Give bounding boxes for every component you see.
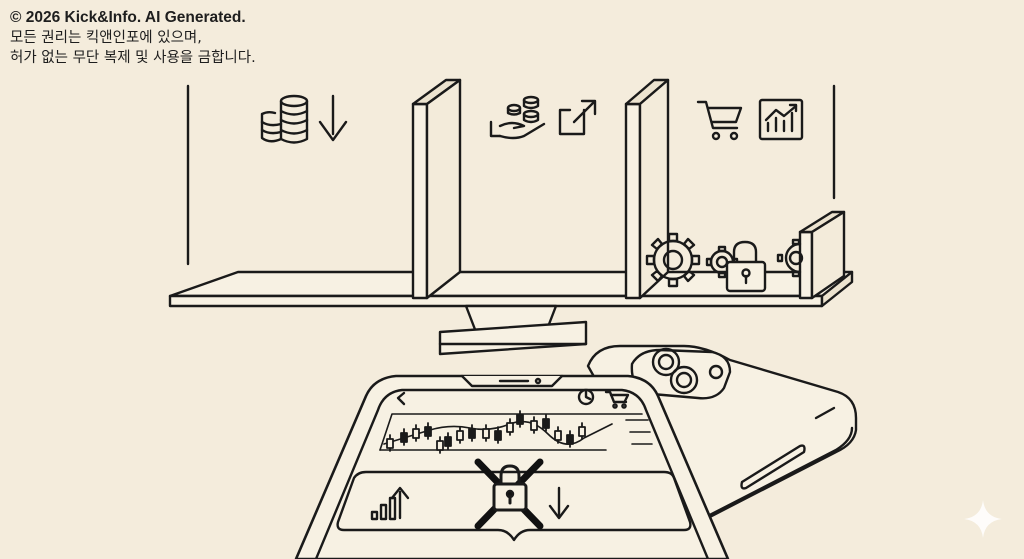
copyright-notice: © 2026 Kick&Info. AI Generated. 모든 권리는 킥… bbox=[10, 8, 256, 68]
back-chevron-icon bbox=[396, 391, 406, 406]
clock-icon bbox=[577, 388, 595, 406]
padlock-icon bbox=[725, 240, 767, 293]
bar-chart-up-icon bbox=[370, 486, 410, 521]
arrow-down-icon bbox=[318, 94, 348, 142]
candle-body bbox=[530, 420, 538, 431]
hand-coins-icon bbox=[489, 95, 546, 140]
growth-chart-icon bbox=[758, 98, 804, 141]
candle-body bbox=[494, 430, 502, 441]
candlestick-chart bbox=[379, 410, 653, 454]
candle-body bbox=[566, 434, 574, 445]
camera-lens-2 bbox=[669, 365, 699, 395]
candle-body bbox=[578, 426, 586, 437]
gears-icon bbox=[645, 232, 804, 288]
copyright-line-2: 모든 권리는 킥앤인포에 있으며, bbox=[10, 30, 202, 46]
cart-icon bbox=[604, 390, 630, 409]
candle-body bbox=[554, 430, 562, 441]
monitor-shelf bbox=[168, 78, 854, 356]
external-link-icon bbox=[558, 99, 597, 136]
camera-lens-1 bbox=[651, 347, 681, 377]
front-camera bbox=[534, 377, 542, 385]
end-block-side bbox=[810, 210, 846, 300]
front-phone bbox=[294, 374, 730, 559]
candle-body bbox=[424, 426, 432, 437]
candle-body bbox=[400, 432, 408, 443]
candle-body bbox=[436, 440, 444, 451]
candle-body bbox=[542, 418, 550, 429]
divider-1-front bbox=[411, 102, 429, 300]
crossed-lock-icon bbox=[474, 458, 544, 530]
monitor-stand-base bbox=[438, 320, 588, 356]
arrow-down-icon bbox=[548, 486, 570, 520]
copyright-line-1: © 2026 Kick&Info. AI Generated. bbox=[10, 9, 246, 26]
coin-stack-icon bbox=[260, 94, 309, 144]
candle-body bbox=[386, 438, 394, 449]
candle-body bbox=[412, 428, 420, 439]
candle-body bbox=[444, 436, 452, 447]
candle-body bbox=[468, 428, 476, 439]
sparkle-icon bbox=[964, 500, 1002, 538]
shopping-cart-icon bbox=[696, 100, 743, 141]
shelf-board-side bbox=[820, 270, 854, 308]
copyright-line-3: 허가 없는 무단 복제 및 사용을 금합니다. bbox=[10, 50, 256, 66]
shelf-board-front bbox=[168, 294, 824, 308]
candle-body bbox=[456, 430, 464, 441]
divider-1-side bbox=[425, 78, 462, 300]
end-block-front bbox=[798, 230, 814, 300]
candle-body bbox=[506, 422, 514, 433]
candle-body bbox=[516, 414, 524, 425]
divider-2-front bbox=[624, 102, 642, 300]
candle-body bbox=[482, 428, 490, 439]
camera-flash bbox=[708, 364, 724, 380]
